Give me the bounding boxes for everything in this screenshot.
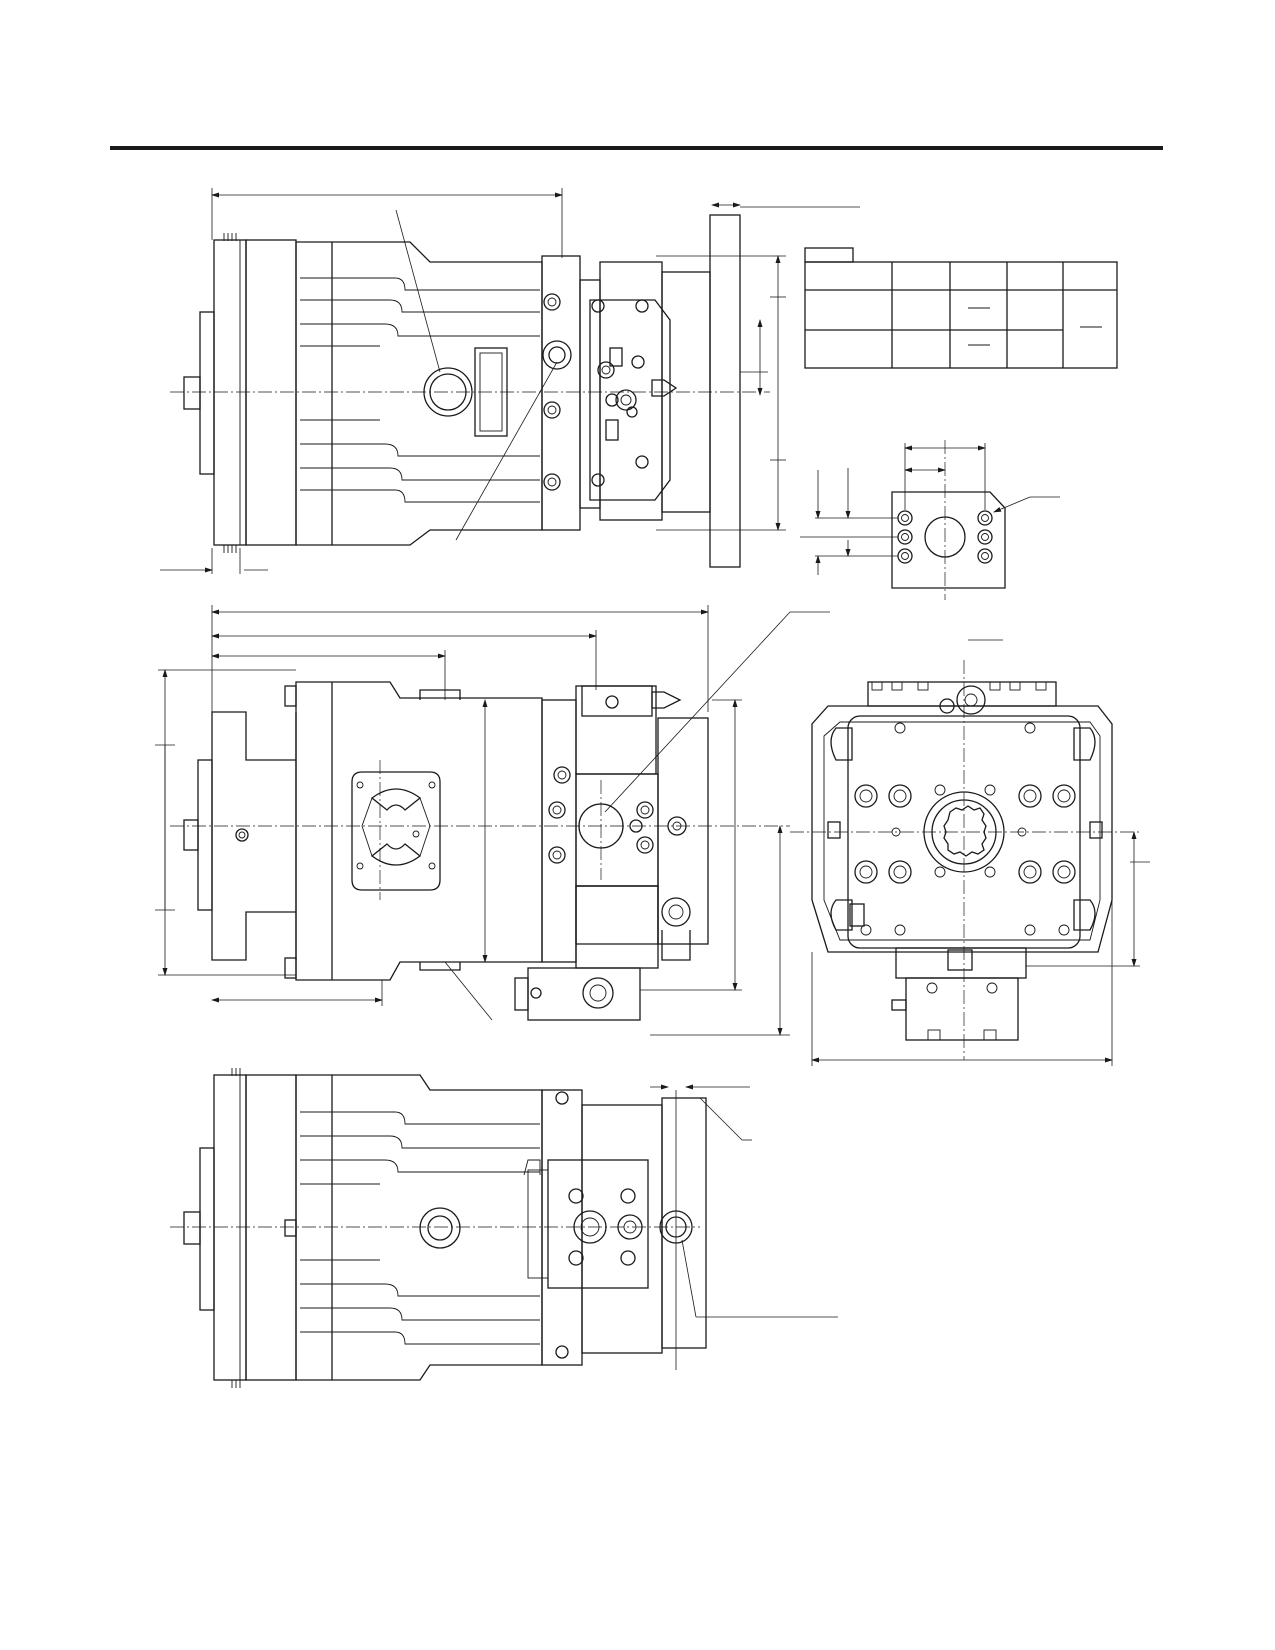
end-bolt-icon [854,722,1076,936]
port-detail [800,440,1060,600]
side-view [155,605,830,1036]
top-view [160,188,860,574]
port-table [804,247,1118,369]
end-view [790,639,1150,1066]
block-bolt-icon [548,766,687,864]
top-bolt-icon [871,681,1047,691]
hex-bolt-icon [543,293,561,491]
flange-bolts-icon [223,233,237,553]
control-bolt-icon [568,1188,636,1266]
bottom-view [170,1068,838,1388]
